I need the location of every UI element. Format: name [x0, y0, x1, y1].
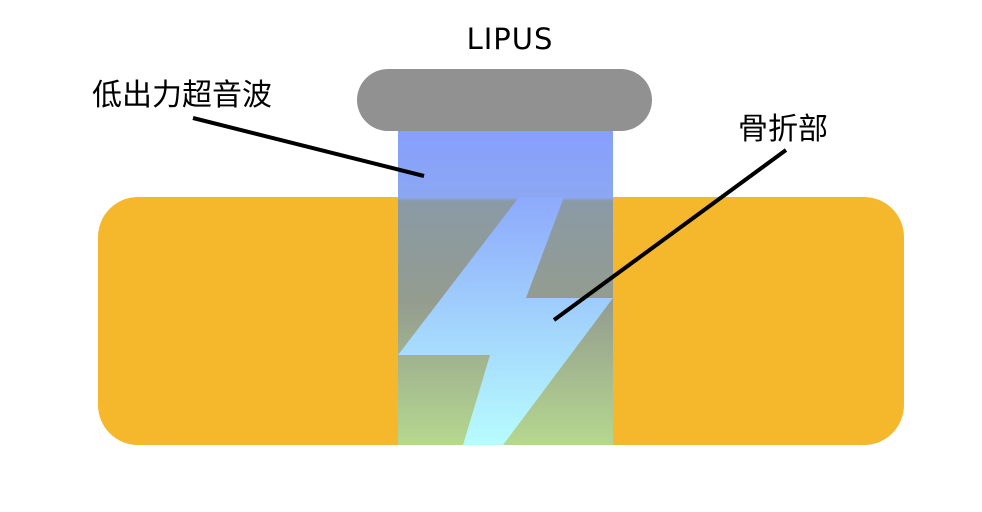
lipus-probe [357, 69, 652, 131]
fracture-leader-line [552, 148, 788, 322]
fracture-label: 骨折部 [738, 112, 828, 147]
lipus-label: LIPUS [466, 22, 554, 56]
ultrasound-label: 低出力超音波 [92, 78, 272, 113]
fracture-crack [398, 197, 613, 445]
ultrasound-leader-line [192, 116, 425, 178]
